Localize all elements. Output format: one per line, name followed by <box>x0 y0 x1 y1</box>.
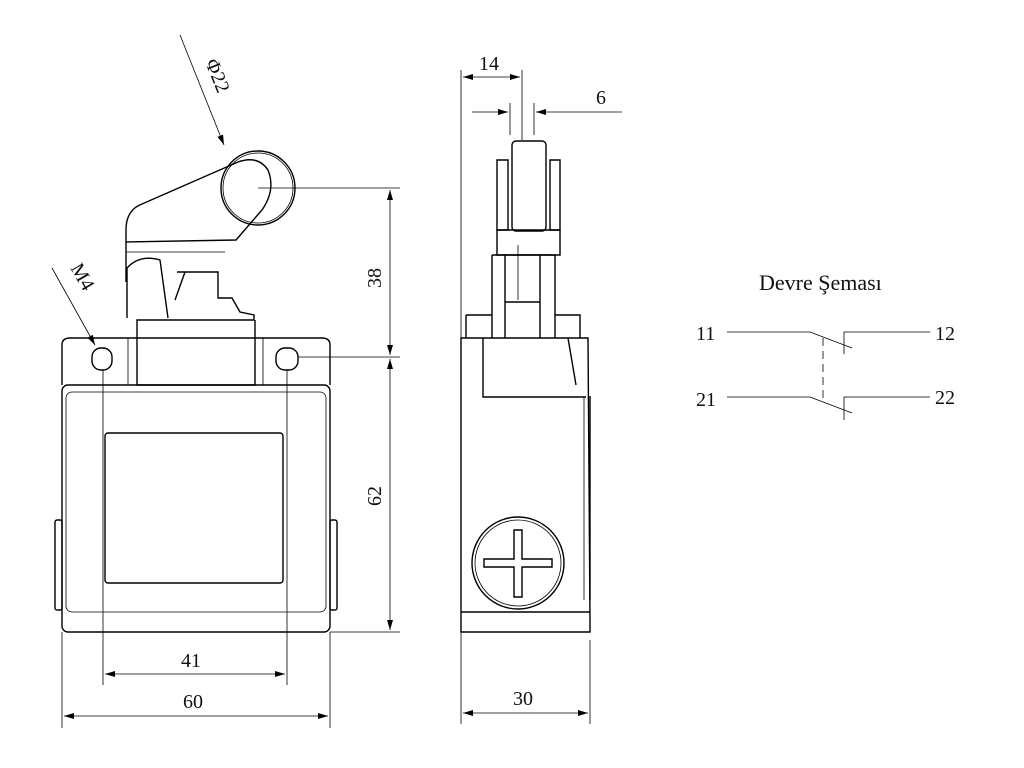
terminal-11: 11 <box>696 323 715 345</box>
lever-pivot <box>126 257 169 319</box>
circuit-diagram: Devre Şeması 11 12 21 22 <box>696 270 955 420</box>
actuator-head <box>136 271 256 386</box>
height-top-label: 38 <box>364 268 386 288</box>
side-roller <box>511 140 547 232</box>
terminal-21: 21 <box>696 389 716 411</box>
offset-label: 14 <box>479 53 499 75</box>
width-label: 60 <box>183 691 203 713</box>
hole-spacing-label: 41 <box>181 650 201 672</box>
thread-label: M4 <box>66 260 99 295</box>
front-view: Φ22 M4 38 62 41 60 <box>51 34 400 728</box>
terminal-22: 22 <box>935 387 955 409</box>
roller-width-label: 6 <box>596 87 606 109</box>
side-view: 14 6 30 <box>460 53 622 724</box>
depth-label: 30 <box>513 688 533 710</box>
roller-diameter-label: Φ22 <box>200 56 233 96</box>
lever-arm <box>125 159 272 282</box>
mounting-hole-left <box>91 347 113 371</box>
screw-icon <box>471 516 565 610</box>
window <box>104 432 284 584</box>
circuit-title: Devre Şeması <box>759 270 882 295</box>
side-body <box>460 337 591 633</box>
terminal-12: 12 <box>935 323 955 345</box>
body <box>61 384 331 633</box>
mounting-hole-right <box>275 347 299 371</box>
flange <box>61 337 331 385</box>
height-body-label: 62 <box>364 486 386 506</box>
